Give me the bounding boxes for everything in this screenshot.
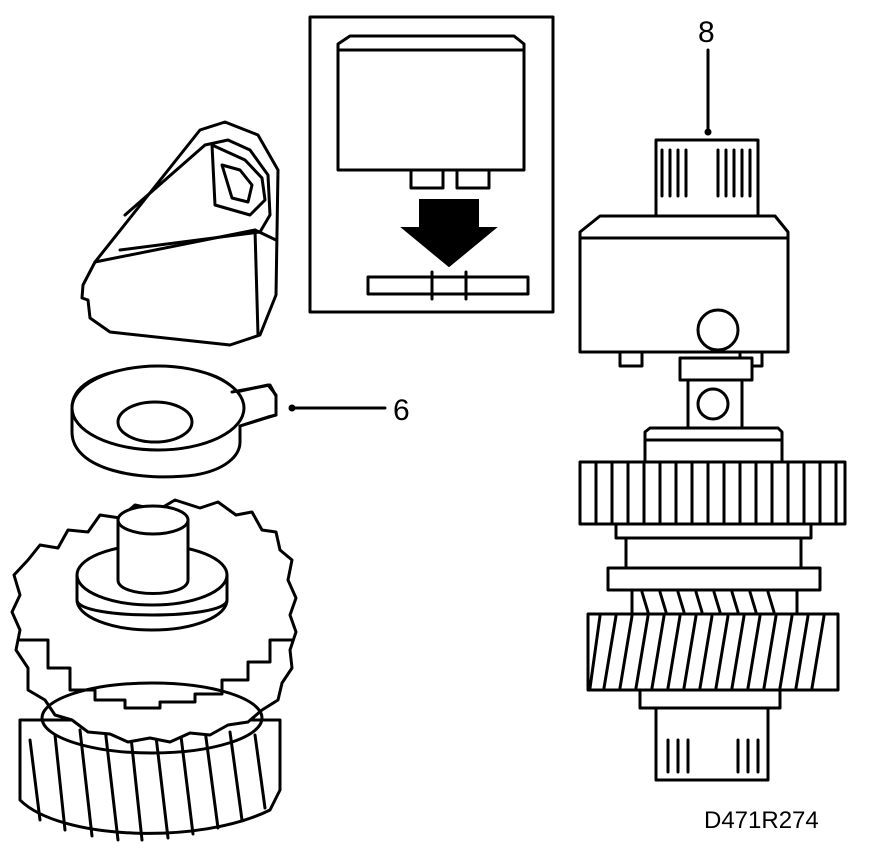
tab-washer-part	[70, 364, 278, 479]
callout-8-label: 8	[698, 16, 715, 49]
callout-6: 6	[288, 394, 410, 427]
cam-lever-part	[80, 120, 280, 347]
callout-8: 8	[698, 16, 715, 136]
double-gear-part	[10, 498, 298, 842]
figure-id: D471R274	[704, 807, 819, 834]
inset-block	[336, 34, 526, 172]
callout-6-label: 6	[393, 394, 410, 427]
shaft-assembly-part	[578, 138, 847, 782]
inset-slot-bar	[366, 275, 530, 296]
down-arrow-icon	[400, 199, 498, 268]
installation-inset	[308, 15, 555, 314]
